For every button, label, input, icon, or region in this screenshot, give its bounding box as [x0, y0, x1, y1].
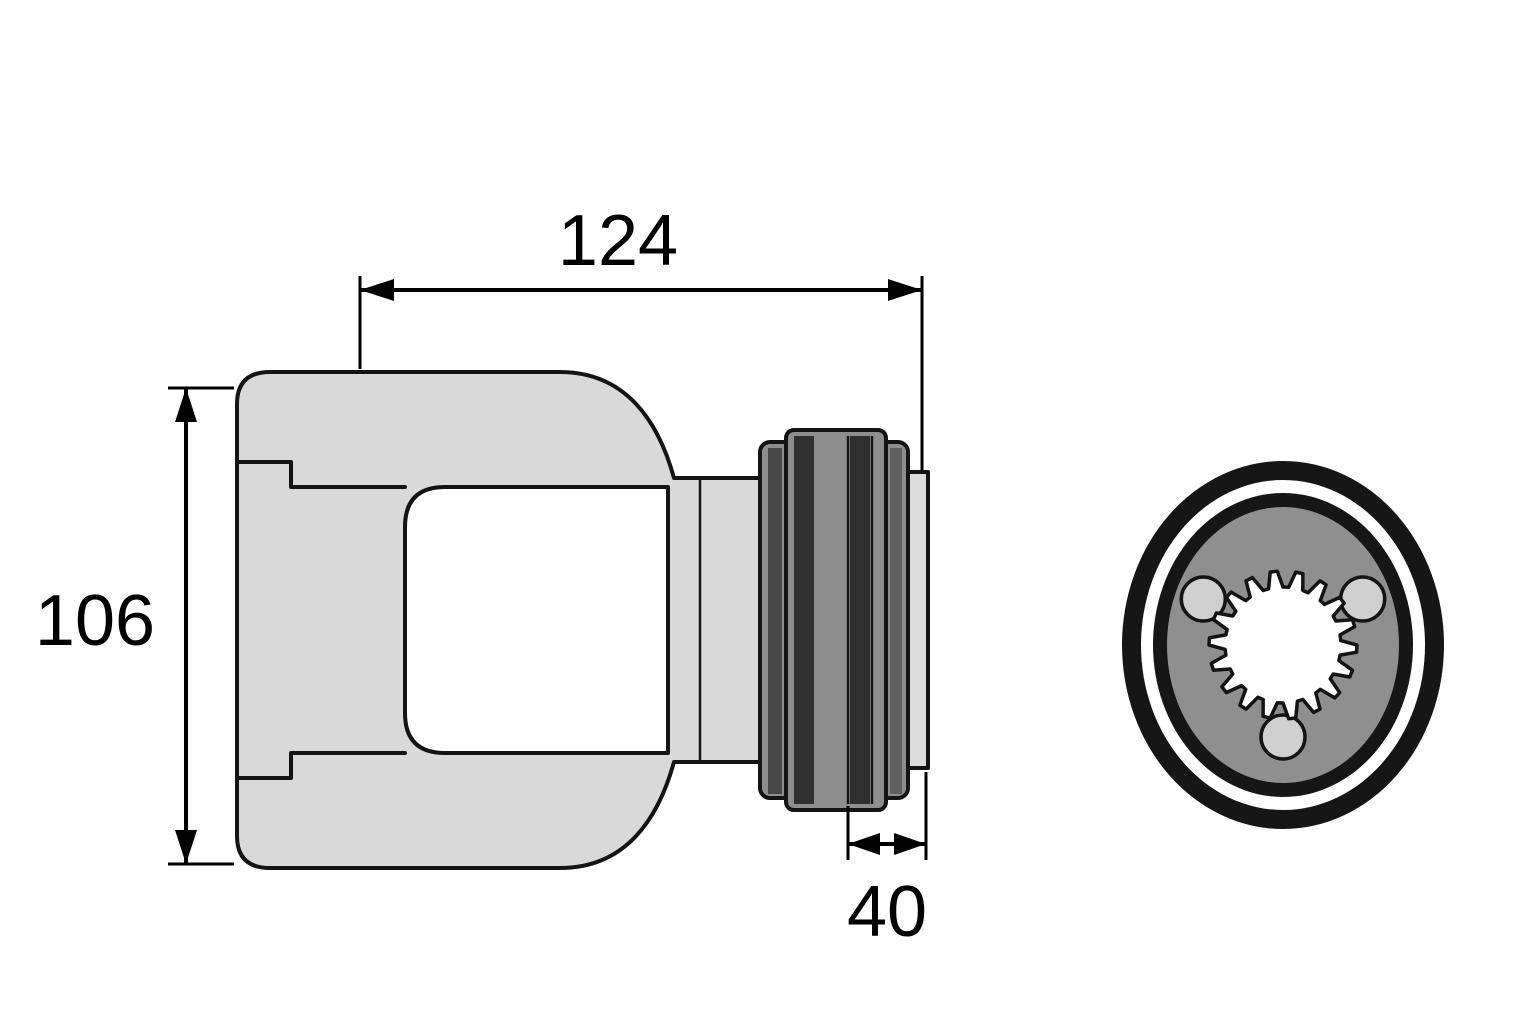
boot-rib — [794, 436, 814, 804]
boot-collar — [758, 428, 910, 812]
dim-label-collar-width: 40 — [847, 872, 927, 952]
fork-slot — [403, 485, 670, 755]
side-view — [235, 370, 930, 870]
bearing-pin — [1338, 575, 1387, 623]
bearing-pin — [1259, 713, 1307, 761]
dimension-overall-length: 124 — [358, 201, 924, 470]
end-view — [1122, 461, 1444, 829]
dim-arrow-left — [848, 833, 880, 855]
bearing-pins — [1179, 575, 1387, 761]
dim-label-length: 124 — [558, 201, 678, 281]
spline-hub-gear — [1207, 569, 1359, 721]
dimension-collar-width: 40 — [846, 772, 928, 952]
dim-arrow-up — [175, 388, 197, 422]
dim-arrow-right — [894, 833, 926, 855]
boot-rib — [890, 448, 902, 794]
dim-arrow-right — [888, 279, 922, 301]
ear-step-line-top — [235, 460, 407, 489]
boot-rib — [768, 448, 782, 794]
ear-step-line-bottom — [235, 751, 407, 780]
boot-rib — [850, 436, 870, 804]
dimension-overall-height: 106 — [35, 386, 234, 866]
dim-arrow-down — [175, 830, 197, 864]
dim-arrow-left — [360, 279, 394, 301]
dim-label-height: 106 — [35, 581, 155, 661]
